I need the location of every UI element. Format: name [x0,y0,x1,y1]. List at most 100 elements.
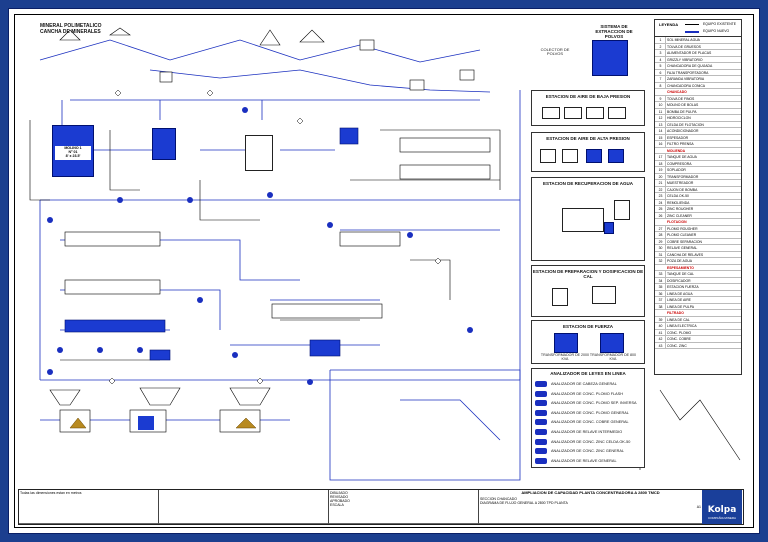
transformer-icon [554,333,578,353]
dust-collector-icon [592,40,628,76]
legend-row-number: 25 [656,206,666,213]
legend-row-number: 4 [656,56,666,63]
legend-row-number: 41 [656,329,666,336]
legend-row-label: REMOLIENDA [667,200,690,205]
legend-row-number: 40 [656,323,666,330]
transformer-label: TRANSFORMADOR DE 2000 KVA [540,353,590,361]
analyzer-title: ANALIZADOR DE LEYES EN LINEA [550,371,626,376]
legend-row-label: DOSIFICADOR [667,278,691,283]
legend-row-label: CANCHA DE RELAVES [667,252,704,257]
legend-row-number: 3 [656,50,666,57]
legend-row-label: FILTRO PRENSA [667,142,694,146]
mill-label-line1: MOLINO 1 [64,146,82,150]
legend-row-number: 31 [656,251,666,258]
plant-title-line2: CANCHA DE MINERALES [40,29,101,35]
legend-row-number: 17 [656,154,666,161]
legend-row-label: LINEA ELECTRICA [667,324,697,328]
legend-row-label: ALIMENTADOR DE PLACAS [667,51,712,55]
analyzer-icon [535,429,547,435]
legend-row-label: LINEA DE PULPA [667,304,695,309]
analyzer-icon [535,438,547,445]
analyzer-label: ANALIZADOR DE CONC. COBRE GENERAL [551,420,629,425]
legend-row-label: BOMBA DE PULPA [667,109,697,114]
legend-row-label: ZINC CLEANER [667,213,692,218]
legend-row-number: 7 [656,76,666,83]
legend-row-number: 16 [656,141,666,148]
high-pressure-title: ESTACION DE AIRE DE ALTA PRESION [546,136,630,141]
project-area: SECCION CHANCADO [480,497,517,501]
legend-section-header: FLOTACION [655,219,741,226]
notes-cell: Todas las dimensiones estan en metros [19,490,159,524]
legend-row-number: 21 [656,180,666,187]
legend-header: LEYENDA EQUIPO EXISTENTE EQUIPO NUEVO [655,20,741,37]
lime-station-panel: ESTACION DE PREPARACION Y DOSIFICACION D… [531,265,645,317]
analyzer-label: ANALIZADOR DE CABEZA GENERAL [551,382,617,386]
legend-row-label: MOLINO DE BOLAS [667,103,699,107]
legend-row-number: 22 [656,186,666,193]
sheet-code: A1 [696,505,701,509]
legend-row-label: POZA DE AGUA [667,259,693,263]
transformer-label: TRANSFORMADOR DE 800 KVA [589,353,637,361]
new-line-swatch [685,31,699,33]
legend-row-number: 28 [656,232,666,239]
legend-new-label: EQUIPO NUEVO [703,29,730,33]
dust-extraction-panel: SISTEMA DE EXTRACCION DE POLVOS COLECTOR… [530,22,640,80]
analyzer-label: ANALIZADOR DE CONC. PLOMO GENERAL [551,410,629,415]
legend-row-label: CONC. PLOMO [667,330,692,335]
legend-row-number: 11 [656,108,666,115]
water-recovery-panel: ESTACION DE RECUPERACION DE AGUA [531,177,645,261]
analyzer-item: ANALIZADOR DE RELAVE INTERMEDIO [535,428,645,436]
blower-icon [608,107,626,119]
analyzer-icon [535,419,547,426]
existing-line-swatch [685,24,699,25]
legend-row-label: LINEA DE CAL [667,317,690,322]
legend-row-number: 26 [656,212,666,219]
legend-row-label: ACONDICIONADOR [667,129,699,133]
legend-row-label: PLOMO ROUGHER [667,226,698,231]
water-recovery-title: ESTACION DE RECUPERACION DE AGUA [542,181,633,186]
legend-title: LEYENDA [659,22,679,27]
dust-panel-title: SISTEMA DE EXTRACCION DE POLVOS [595,24,633,39]
power-station-panel: ESTACION DE FUERZA TRANSFORMADOR DE 2000… [531,320,645,364]
analyzer-item: ANALIZADOR DE RELAVE GENERAL [535,457,645,465]
legend-row-label: HIDROCICLON [667,116,691,120]
legend-row-label: CELDA DE FLOTACION [667,122,704,127]
company-name: Kolpa [707,505,737,515]
legend-row-label: CONC. ZINC [667,343,687,348]
legend-row-number: 33 [656,271,666,278]
analyzer-label: ANALIZADOR DE RELAVE INTERMEDIO [551,430,623,434]
lime-tank-icon [552,288,568,306]
legend-row-number: 24 [656,199,666,206]
signature-cell: DIBUJADO REVISADO APROBADO ESCALA [329,490,479,524]
legend-row-number: 27 [656,225,666,232]
low-pressure-title: ESTACION DE AIRE DE BAJA PRESION [545,94,631,99]
drawing-name: DIAGRAMA DE FLUJO GENERAL A 2800 TPD PLA… [480,501,568,505]
legend-row-number: 38 [656,303,666,310]
legend-section-header: ESPESAMIENTO [655,264,741,271]
legend-row-number: 34 [656,277,666,284]
blower-icon [542,107,560,119]
analyzer-icon [535,409,547,416]
legend-row-number: 15 [656,134,666,141]
analyzer-item: ANALIZADOR DE CONC. ZINC GENERAL [535,447,645,455]
lime-tank-icon [592,286,616,304]
ball-mill: MOLINO 1 Nº 01 8' x 23.5' [52,125,94,177]
mill-label: MOLINO 1 Nº 01 8' x 23.5' [55,146,91,160]
analyzer-item: ANALIZADOR DE CONC. PLOMO SEP. INVERSA [535,399,645,407]
